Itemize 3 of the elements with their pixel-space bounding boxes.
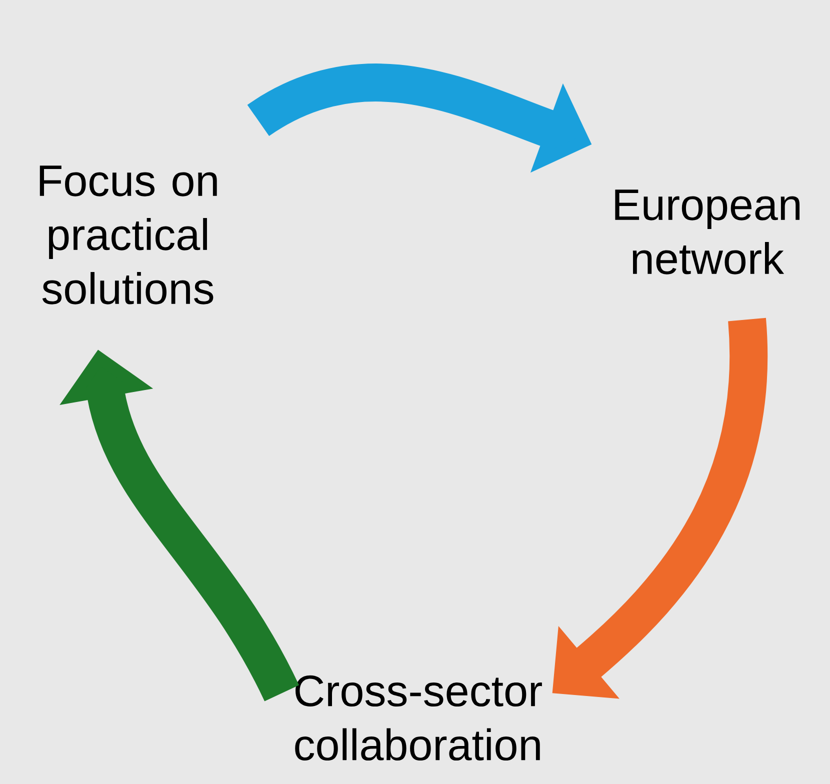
text-label: Focus on practical solutions [40, 166, 217, 304]
text-label: European network [615, 190, 800, 274]
text-label: Cross-sector collaboration [295, 675, 542, 761]
